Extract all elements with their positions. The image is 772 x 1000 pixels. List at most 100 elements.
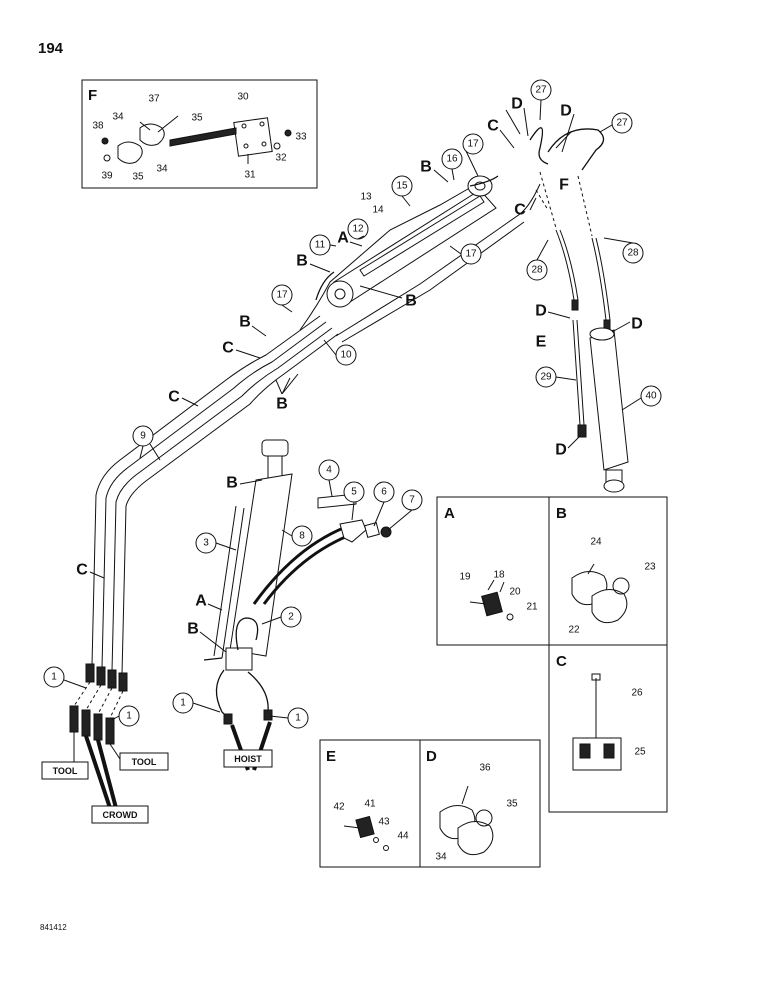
callout-27a: 27 (530, 79, 552, 101)
num-39: 39 (101, 171, 113, 182)
num-36: 36 (479, 763, 491, 774)
panel-a-parts (469, 579, 514, 621)
letter-b3: B (405, 293, 417, 310)
svg-text:1: 1 (51, 672, 57, 683)
num-34a: 34 (112, 112, 124, 123)
svg-text:1: 1 (180, 698, 186, 709)
letter-d2: D (560, 103, 572, 120)
svg-text:9: 9 (140, 431, 146, 442)
svg-text:17: 17 (276, 290, 288, 301)
callout-27b: 27 (611, 112, 633, 134)
letter-b6: B (226, 475, 238, 492)
callout-15: 15 (391, 175, 413, 197)
svg-text:CROWD: CROWD (103, 810, 138, 820)
num-13: 13 (360, 192, 372, 203)
crowd-cylinder (315, 175, 499, 308)
callout-4: 4 (318, 459, 340, 481)
svg-text:4: 4 (326, 465, 332, 476)
svg-text:12: 12 (352, 224, 364, 235)
num-20: 20 (509, 587, 521, 598)
letter-d3: D (535, 303, 547, 320)
num-24: 24 (590, 537, 602, 548)
num-21: 21 (526, 602, 538, 613)
letter-a1: A (337, 230, 349, 247)
num-34c: 34 (435, 852, 447, 863)
letter-c3: C (222, 340, 234, 357)
svg-text:16: 16 (446, 154, 458, 165)
tool-box-right: TOOL (119, 752, 169, 771)
num-31: 31 (244, 170, 256, 181)
num-35b: 35 (132, 172, 144, 183)
svg-text:8: 8 (299, 531, 305, 542)
tool-box-left: TOOL (41, 761, 89, 780)
svg-text:1: 1 (126, 711, 132, 722)
num-41: 41 (364, 799, 376, 810)
svg-text:HOIST: HOIST (234, 754, 262, 764)
letter-a2: A (195, 593, 207, 610)
panel-b-letter: B (556, 505, 567, 522)
callouts: 27 27 16 17 15 12 11 17 28 28 17 10 29 4… (43, 79, 662, 729)
boom-bottom-fittings (69, 663, 128, 745)
letter-c4: C (168, 389, 180, 406)
letter-f1: F (559, 177, 569, 194)
num-37: 37 (148, 94, 160, 105)
callout-28a: 28 (526, 259, 548, 281)
letter-b7: B (187, 621, 199, 638)
svg-text:15: 15 (396, 181, 408, 192)
svg-text:7: 7 (409, 495, 415, 506)
callout-29: 29 (535, 366, 557, 388)
callout-10: 10 (335, 344, 357, 366)
svg-text:1: 1 (295, 713, 301, 724)
svg-text:40: 40 (645, 391, 657, 402)
panel-b-parts (571, 563, 630, 624)
num-43: 43 (378, 817, 390, 828)
panel-d-letter: D (426, 748, 437, 765)
svg-text:29: 29 (540, 372, 552, 383)
panel-c-parts (572, 673, 622, 771)
callout-1a: 1 (43, 666, 65, 688)
callout-6: 6 (373, 481, 395, 503)
num-18: 18 (493, 570, 505, 581)
detail-panel-d (419, 739, 541, 868)
svg-text:11: 11 (315, 240, 326, 251)
svg-text:27: 27 (616, 118, 628, 129)
num-42: 42 (333, 802, 345, 813)
num-26: 26 (631, 688, 643, 699)
upper-right-hoses (529, 127, 611, 331)
num-35a: 35 (191, 113, 203, 124)
callout-16: 16 (441, 148, 463, 170)
page-number: 194 (38, 40, 64, 57)
letter-c2: C (514, 202, 526, 219)
num-33: 33 (295, 132, 307, 143)
callout-8: 8 (291, 525, 313, 547)
detail-panel-c (548, 644, 668, 813)
svg-text:5: 5 (351, 487, 357, 498)
letter-b2: B (296, 253, 308, 270)
num-19: 19 (459, 572, 471, 583)
crowd-box: CROWD (91, 805, 149, 824)
detail-panel-f (81, 79, 318, 189)
callout-3: 3 (195, 532, 217, 554)
panel-f-parts (101, 115, 292, 164)
box-leaders (73, 732, 123, 809)
num-25: 25 (634, 747, 646, 758)
letter-c5: C (76, 562, 88, 579)
f-leader-upper (535, 189, 549, 211)
svg-text:27: 27 (535, 85, 547, 96)
letter-b5: B (276, 396, 288, 413)
svg-text:17: 17 (465, 249, 477, 260)
callout-1c: 1 (172, 692, 194, 714)
panel-f-letter: F (88, 87, 97, 104)
callout-9: 9 (132, 425, 154, 447)
hoist-box: HOIST (223, 749, 273, 768)
panel-a-letter: A (444, 505, 455, 522)
svg-text:TOOL: TOOL (53, 766, 78, 776)
callout-1d: 1 (287, 707, 309, 729)
callout-leaders (63, 99, 642, 721)
hoist-cylinder (203, 439, 293, 771)
num-30: 30 (237, 92, 249, 103)
num-22: 22 (568, 625, 580, 636)
num-14: 14 (372, 205, 384, 216)
drawing-code: 841412 (40, 923, 67, 932)
